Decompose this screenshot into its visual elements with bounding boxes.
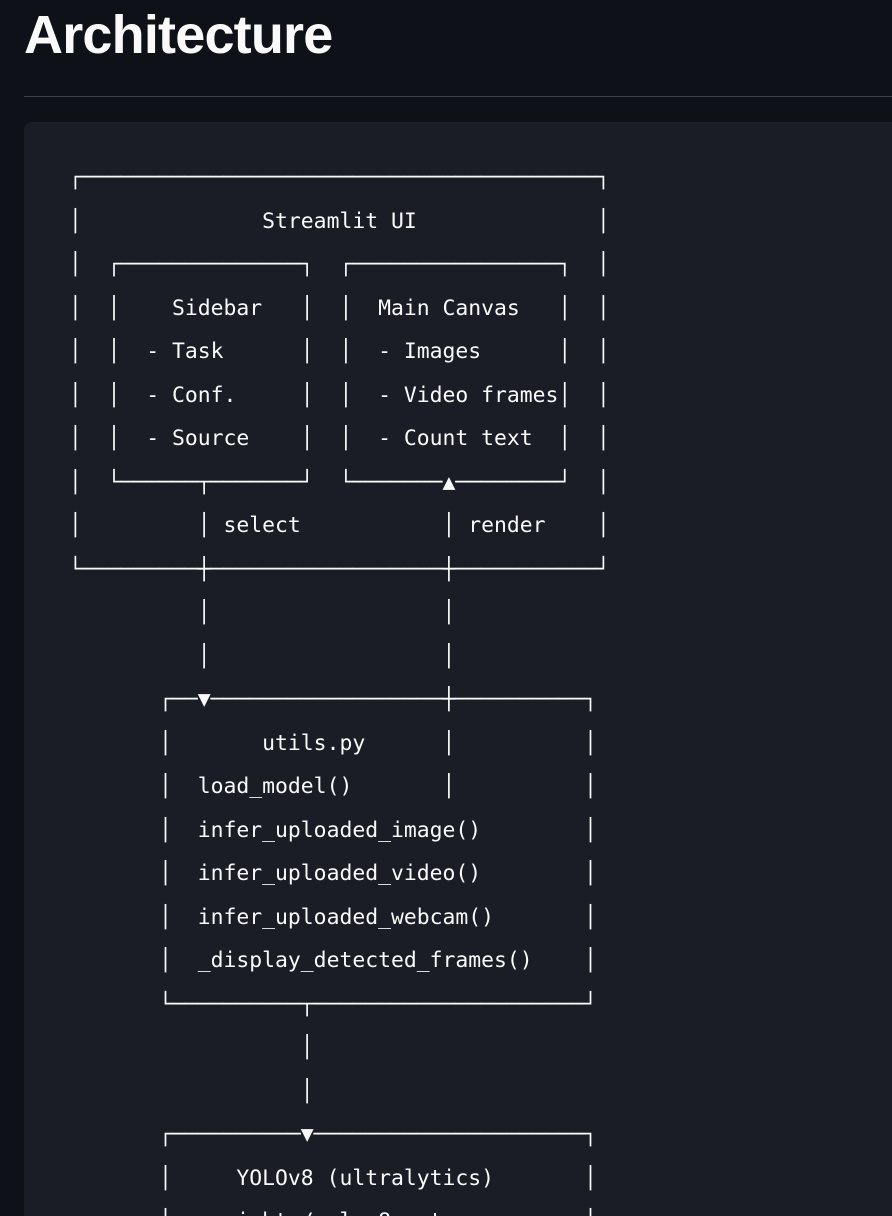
title-divider xyxy=(24,96,892,97)
ascii-architecture-diagram: ┌───────────────────────────────────────… xyxy=(69,165,610,1216)
architecture-code-block: ┌───────────────────────────────────────… xyxy=(24,122,892,1216)
page-heading-block: Architecture xyxy=(24,0,892,97)
page-title: Architecture xyxy=(24,5,333,65)
